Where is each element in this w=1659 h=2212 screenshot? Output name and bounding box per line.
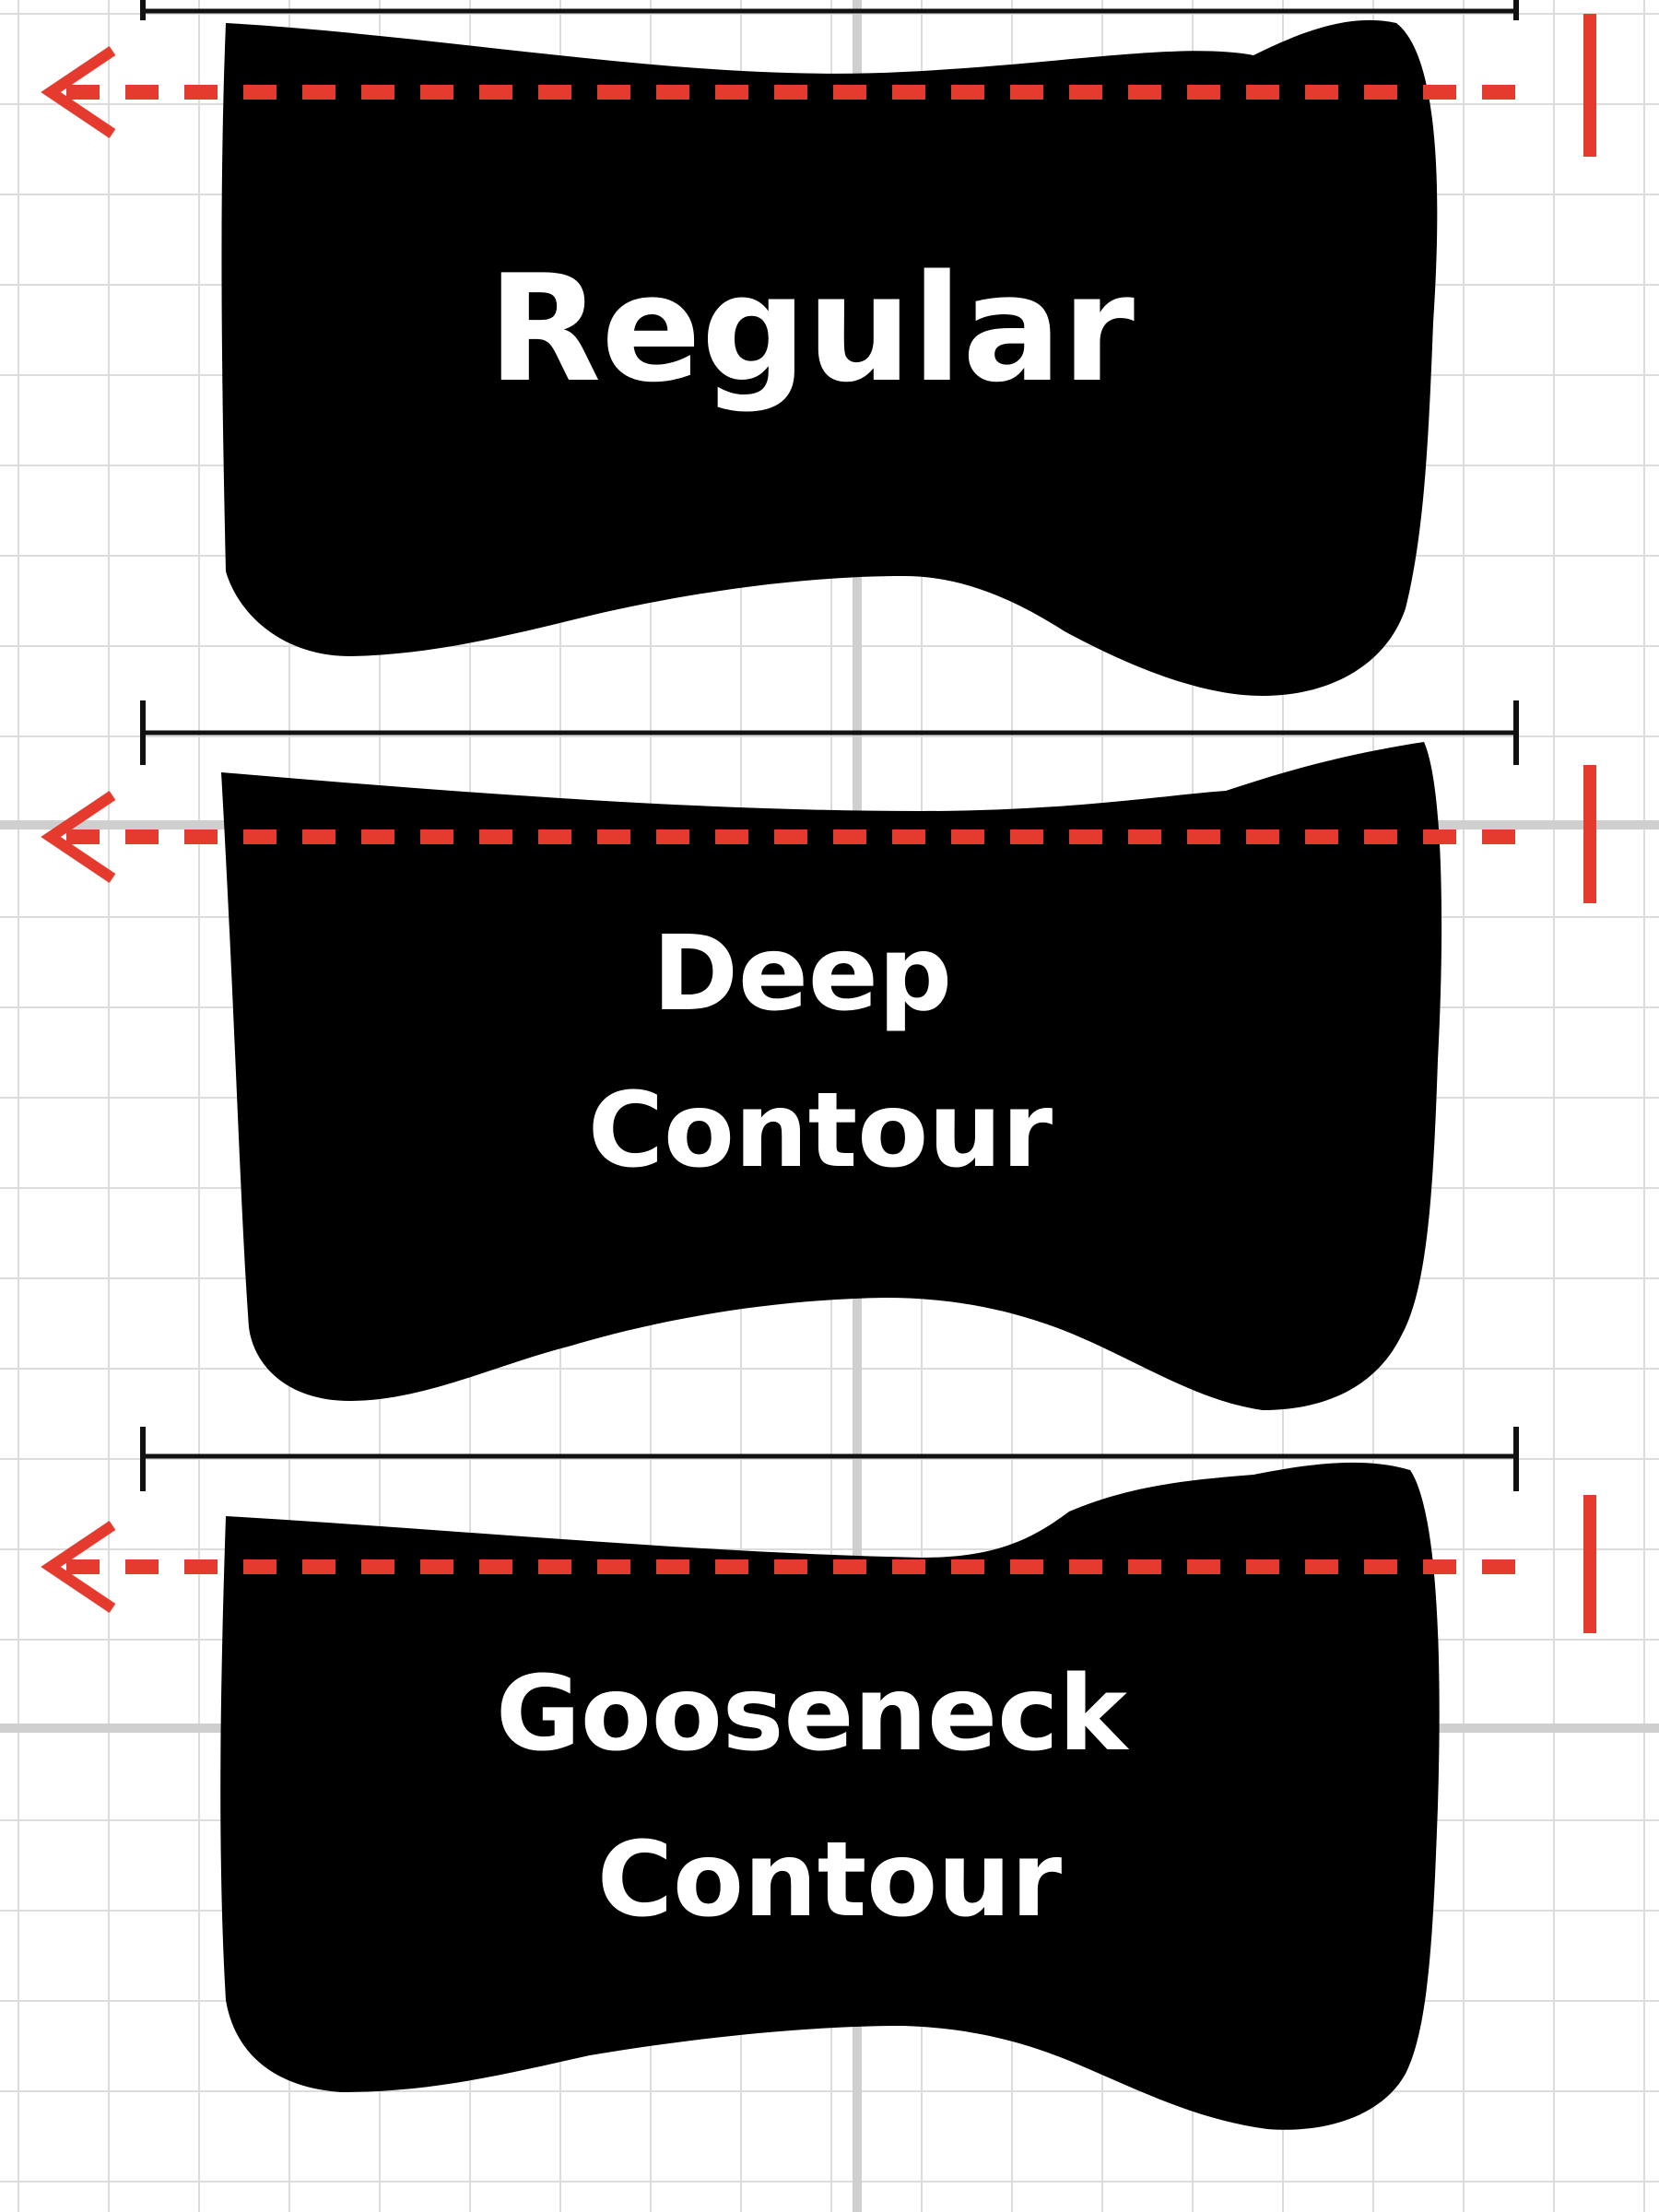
pad-regular: Regular <box>41 0 1596 696</box>
deep-contour-red-guide-arrow <box>41 765 1596 903</box>
gooseneck-contour-width-bar <box>140 1427 1519 1491</box>
pad-gooseneck-contour: Gooseneck Contour <box>41 1427 1596 2130</box>
gooseneck-contour-red-guide-arrow <box>41 1495 1596 1633</box>
gooseneck-label-line-2: Contour <box>597 1820 1062 1940</box>
deep-contour-pad-label: Deep Contour <box>588 914 1053 1191</box>
regular-width-bar <box>140 0 1519 20</box>
deep-contour-width-bar <box>140 700 1519 765</box>
gooseneck-contour-pad-label: Gooseneck Contour <box>496 1654 1163 1940</box>
gooseneck-contour-pad-silhouette <box>220 1462 1440 2130</box>
gooseneck-label-line-1: Gooseneck <box>496 1654 1130 1774</box>
deep-contour-pad-silhouette <box>221 742 1442 1410</box>
deep-label-line-1: Deep <box>653 914 952 1034</box>
pad-deep-contour: Deep Contour <box>41 700 1596 1410</box>
regular-pad-label: Regular <box>488 242 1135 415</box>
deep-label-line-2: Contour <box>588 1071 1053 1191</box>
regular-label-line-1: Regular <box>488 242 1135 415</box>
regular-red-guide-arrow <box>41 14 1596 157</box>
regular-pad-silhouette <box>221 19 1438 696</box>
